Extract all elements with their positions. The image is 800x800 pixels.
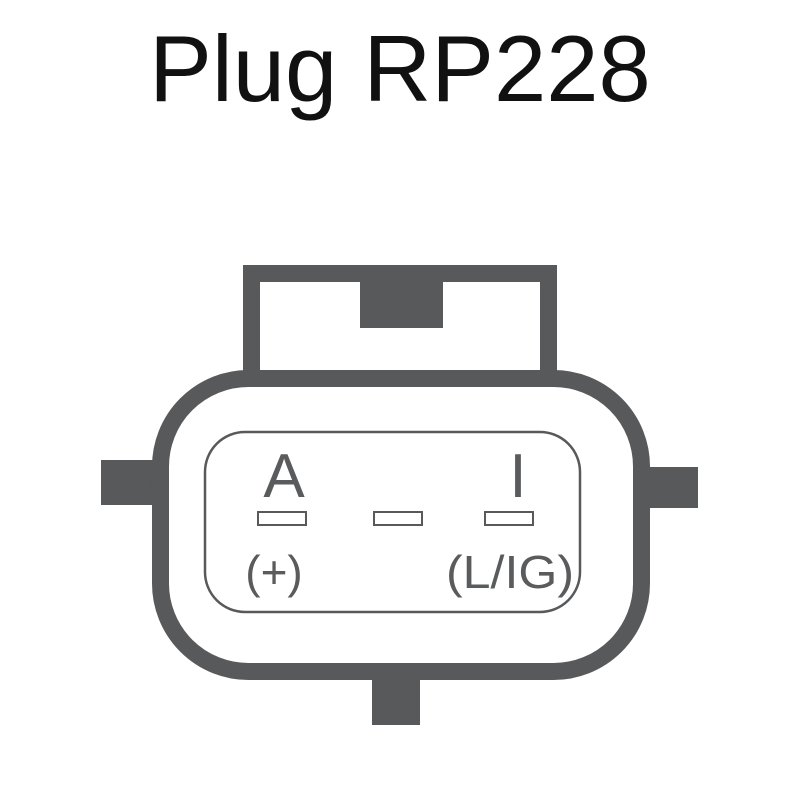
- pin-i-label: I: [509, 442, 526, 511]
- pin-a-function: (+): [245, 546, 303, 598]
- terminal-face: [203, 430, 582, 614]
- connector-outline: [101, 265, 698, 725]
- pins: [257, 511, 534, 526]
- bottom-ear: [372, 672, 420, 725]
- left-ear: [101, 460, 161, 505]
- right-ear: [642, 467, 698, 508]
- top-latch-tab: [243, 265, 557, 380]
- pin-a-label: A: [263, 442, 305, 511]
- pin-a-slot: [257, 511, 307, 526]
- pin-i-slot: [484, 511, 534, 526]
- diagram-title: Plug RP228: [149, 16, 651, 121]
- pin-middle-slot: [373, 511, 423, 526]
- pin-i-function: (L/IG): [446, 546, 574, 598]
